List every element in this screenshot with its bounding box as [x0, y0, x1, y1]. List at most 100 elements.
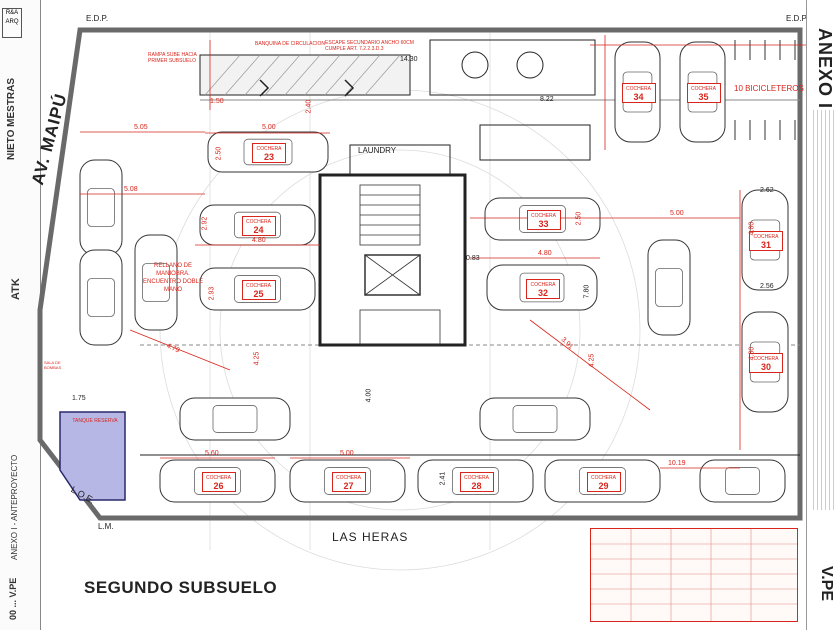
parking-space-word: COCHERA	[335, 475, 361, 481]
parking-space-word: COCHERA	[530, 281, 556, 288]
parking-space-number: 32	[537, 287, 548, 298]
parking-space-number: 28	[471, 481, 482, 491]
dim-label: 5.00	[670, 210, 684, 217]
parking-space-number: 34	[633, 92, 644, 102]
sheet-title: SEGUNDO SUBSUELO	[84, 578, 278, 597]
dim-label: 1.75	[72, 395, 86, 402]
maneuver-label: RELLANO DE MANIOBRA. ENCUENTRO DOBLE MAN…	[142, 263, 203, 293]
dim-label: 4.80	[538, 250, 552, 257]
dim-label: 4.80	[748, 346, 756, 361]
dim-label: 2.50	[575, 211, 583, 226]
dim-label: 10.19	[668, 460, 686, 467]
dim-label: 8.22	[540, 96, 554, 103]
tank-label: TANQUE RESERVA	[72, 418, 118, 424]
notes-block	[813, 110, 835, 510]
dim-label: 5.00	[340, 450, 354, 457]
parking-space-number: 24	[253, 225, 264, 235]
street-south-label: LAS HERAS	[332, 530, 409, 544]
dim-label: 7.80	[583, 284, 591, 299]
parking-space-word: COCHERA	[690, 86, 716, 92]
bike-racks	[734, 40, 796, 140]
dim-label: 2.56	[760, 283, 774, 290]
circulation-label: BANQUINA DE CIRCULACION	[255, 41, 326, 47]
car-outline	[79, 249, 123, 346]
edp-left-label: E.D.P.	[86, 14, 109, 23]
annex-title: ANEXO I	[815, 28, 835, 110]
dim-label: 14.30	[400, 56, 418, 63]
dim-label: 2.40	[305, 99, 313, 114]
dim-label: 5.00	[262, 124, 276, 131]
parking-space-word: COCHERA	[590, 475, 616, 481]
firm-logo: R&A ARQ	[2, 8, 22, 38]
car-outline	[79, 159, 123, 256]
dim-label: 4.25	[253, 351, 261, 366]
parking-space-word: COCHERA	[753, 234, 779, 240]
car-outline	[479, 397, 591, 441]
dim-label: 2.62	[760, 187, 774, 194]
car-outline	[647, 239, 691, 336]
parking-space-word: COCHERA	[753, 356, 779, 362]
parking-space-number: 31	[760, 240, 771, 250]
site-boundary	[37, 27, 803, 521]
bikes-label: 10 BICICLETEROS	[734, 84, 804, 93]
car-outline	[699, 459, 786, 503]
dim-label: 2.92	[201, 216, 209, 231]
core	[318, 173, 467, 347]
stair-label: ESCAPE SECUNDARIO ANCHO 60CM CUMPLE ART.…	[325, 40, 414, 52]
dim-label: 4.25	[588, 353, 596, 368]
parking-space-word: COCHERA	[245, 283, 271, 289]
parked-cars	[79, 41, 789, 503]
dim-label: 2.50	[215, 146, 223, 161]
water-tank	[59, 411, 126, 501]
dim-label: 2.93	[208, 286, 216, 301]
dim-label: 4.80	[748, 221, 756, 236]
car-outline	[134, 234, 178, 331]
stairs	[359, 184, 441, 346]
dim-label: 0.83	[466, 255, 480, 262]
parking-space-word: COCHERA	[256, 146, 282, 152]
lm-label: L.M.	[98, 522, 114, 531]
ramp-label: RAMPA SUBE HACIA PRIMER SUBSUELO	[148, 52, 197, 64]
ramp	[199, 54, 411, 97]
pump-room-label: SALA DE BOMBAS	[44, 360, 62, 370]
parking-space-word: COCHERA	[530, 213, 556, 219]
parking-space-word: COCHERA	[625, 86, 651, 92]
parking-space-number: 26	[213, 481, 224, 491]
edp-right-label: E.D.P.	[786, 14, 809, 23]
parking-space-number: 33	[538, 219, 549, 229]
service-rooms	[349, 39, 596, 176]
parking-space-number: 25	[253, 289, 264, 299]
dim-label: 2.41	[439, 471, 447, 486]
annex-strip: ANEXO I V.PE	[806, 0, 840, 630]
parking-space-number: 27	[343, 481, 354, 491]
car-outline	[179, 397, 291, 441]
laundry-label: LAUNDRY	[358, 146, 397, 155]
parking-space-number: 29	[598, 481, 609, 491]
parking-space-number: 30	[760, 362, 771, 372]
dim-label: 5.08	[124, 186, 138, 193]
legend-table	[590, 528, 798, 622]
parking-space-word: COCHERA	[245, 219, 271, 225]
sheet-code: V.PE	[818, 566, 835, 601]
parking-space-word: COCHERA	[463, 475, 489, 481]
dim-label: 1.50	[210, 98, 224, 105]
dimension-lines	[80, 35, 810, 469]
dim-label: 5.60	[205, 450, 219, 457]
parking-space-number: 35	[698, 92, 709, 102]
dim-label: 5.05	[134, 124, 148, 131]
